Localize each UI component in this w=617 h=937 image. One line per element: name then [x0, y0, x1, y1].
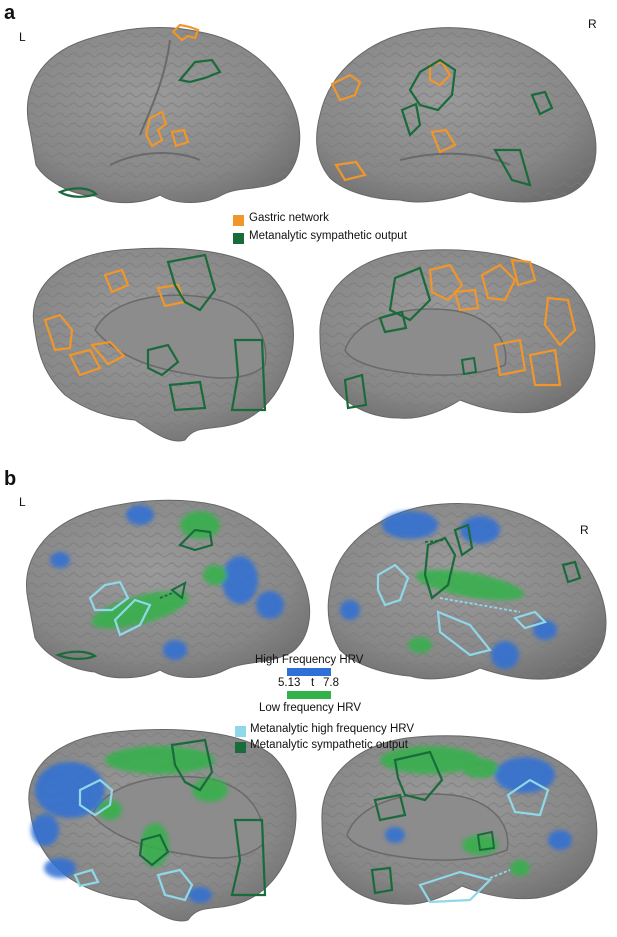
- sympathetic-outline: [170, 581, 187, 600]
- panel-a-left-medial-brain: [32, 247, 294, 442]
- sympathetic-outline: [388, 266, 432, 322]
- colorbar-low: [287, 691, 331, 699]
- legend-swatch-sympathetic-b: [235, 742, 246, 753]
- panel-a-right-label: R: [588, 17, 597, 31]
- gastric-outline: [428, 60, 452, 87]
- hf-meta-outline: [512, 610, 548, 630]
- panel-a-letter: a: [4, 2, 16, 24]
- sympathetic-outline: [453, 523, 474, 557]
- gastric-outline: [528, 348, 562, 387]
- gastric-outline: [453, 288, 480, 312]
- legend-label-gastric: Gastric network: [249, 212, 329, 224]
- sympathetic-outline: [393, 750, 444, 802]
- hf-meta-outline: [73, 868, 100, 888]
- sympathetic-outline: [530, 90, 554, 116]
- sympathetic-outline: [378, 310, 408, 334]
- panel-b-left-lateral-brain: [26, 499, 311, 679]
- colorbar-min-label: 5.13: [278, 677, 301, 689]
- sympathetic-outline: [177, 58, 222, 84]
- gastric-outline: [68, 348, 102, 377]
- sympathetic-outline: [146, 343, 180, 377]
- panel-b-right-lateral-brain: [327, 503, 607, 680]
- sympathetic-outline: [370, 866, 394, 895]
- colorbar-low-label: Low frequency HRV: [259, 702, 362, 714]
- hf-meta-outline: [88, 580, 130, 612]
- gastric-outline: [171, 23, 200, 42]
- hf-meta-outline: [418, 870, 493, 904]
- sympathetic-outline: [168, 380, 207, 412]
- legend-label-sympathetic: Metanalytic sympathetic output: [249, 230, 407, 242]
- gastric-outline: [43, 313, 74, 352]
- legend-swatch-hf-meta: [235, 726, 246, 737]
- hf-meta-outline: [113, 598, 152, 637]
- legend-label-hf-meta: Metanalytic high frequency HRV: [250, 723, 415, 735]
- gastric-outline: [89, 340, 126, 366]
- hf-meta-outline: [506, 778, 550, 817]
- sympathetic-outline: [476, 830, 496, 852]
- panel-a-left-lateral-brain: [26, 23, 301, 204]
- colorbar-high-label: High Frequency HRV: [255, 654, 364, 666]
- gastric-outline: [334, 160, 367, 182]
- gastric-outline: [493, 338, 527, 377]
- gastric-outline: [330, 73, 362, 102]
- sympathetic-outline: [423, 536, 457, 600]
- sympathetic-outline: [170, 738, 214, 792]
- sympathetic-outline: [408, 58, 457, 112]
- panel-a-right-medial-brain: [319, 249, 596, 419]
- colorbar-max-label: 7.8: [323, 677, 339, 689]
- gastric-outline: [480, 263, 517, 302]
- sympathetic-outline: [177, 528, 214, 552]
- hf-meta-outline: [78, 778, 114, 817]
- gastric-outline: [543, 296, 577, 347]
- panel-b-right-medial-brain: [321, 735, 598, 905]
- legend-swatch-sympathetic: [233, 233, 244, 244]
- sympathetic-outline: [138, 833, 170, 867]
- sympathetic-outline: [493, 148, 532, 187]
- sympathetic-outline: [166, 253, 217, 312]
- gastric-outline: [430, 128, 457, 154]
- sympathetic-outline: [230, 338, 267, 412]
- panel-a-left-label: L: [19, 30, 26, 44]
- colorbar-high: [287, 668, 331, 676]
- panel-b-right-label: R: [580, 523, 589, 537]
- gastric-outline: [103, 268, 130, 294]
- sympathetic-outline: [343, 373, 368, 410]
- panel-b-letter: b: [4, 468, 17, 490]
- sympathetic-outline: [460, 356, 478, 376]
- sympathetic-outline: [561, 560, 582, 584]
- sympathetic-outline: [373, 793, 407, 822]
- panel-b-left-medial-brain: [28, 729, 297, 922]
- legend-label-sympathetic-b: Metanalytic sympathetic output: [250, 739, 408, 751]
- panel-b-left-label: L: [19, 495, 26, 509]
- sympathetic-outline: [57, 187, 99, 198]
- hf-meta-outline: [156, 868, 194, 902]
- colorbar-t-label: t: [311, 677, 315, 689]
- hf-meta-outline: [436, 610, 492, 657]
- gastric-outline: [170, 128, 190, 148]
- sympathetic-outline: [400, 102, 422, 138]
- panel-a-right-lateral-brain: [316, 27, 597, 203]
- sympathetic-outline: [54, 650, 98, 660]
- gastric-outline: [510, 258, 537, 287]
- gastric-outline: [144, 110, 168, 148]
- sympathetic-outline: [230, 818, 267, 897]
- hf-meta-outline: [376, 563, 410, 607]
- legend-swatch-gastric: [233, 215, 244, 226]
